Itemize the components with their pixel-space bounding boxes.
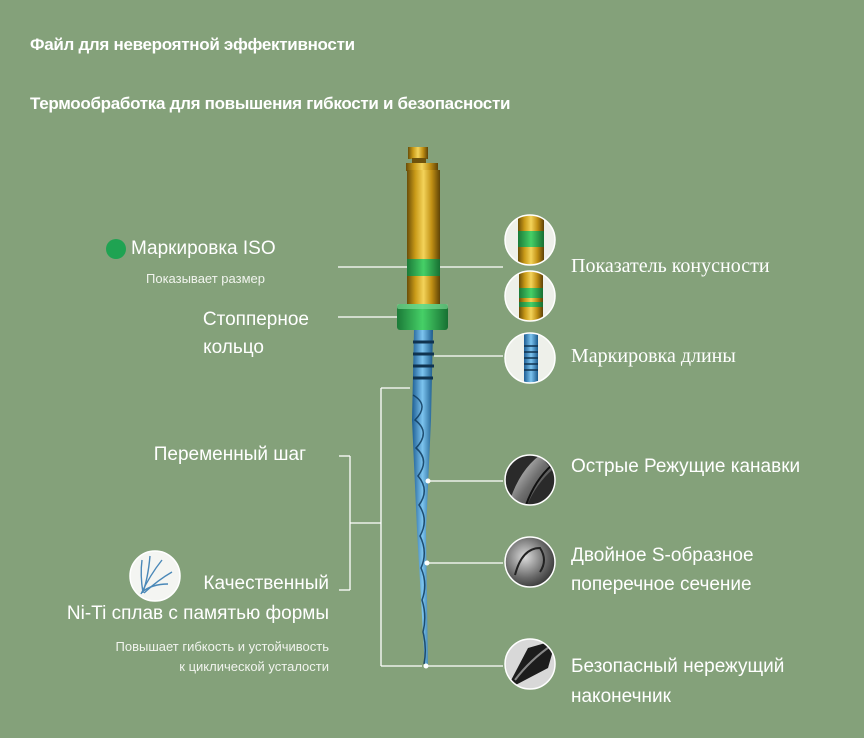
stopper-line1: Стопперное (202, 309, 309, 330)
safe-tip-line2: наконечник (571, 686, 671, 707)
heading-heat-treatment: Термообработка для повышения гибкости и … (30, 94, 511, 113)
variable-pitch-label: Переменный шаг (153, 444, 306, 465)
cross-section-detail (504, 536, 556, 588)
taper-detail-1 (504, 214, 556, 266)
heading-efficiency: Файл для невероятной эффективности (30, 35, 355, 54)
length-marks (413, 340, 434, 380)
niti-line2: Ni-Ti сплав с памятью формы (66, 603, 329, 624)
niti-detail (129, 550, 181, 602)
cross-section-line1: Двойное S-образное (571, 545, 754, 566)
iso-marking-title: Маркировка ISO (131, 238, 276, 259)
stopper-ring (397, 304, 448, 330)
iso-green-dot (106, 239, 126, 259)
file-handle-lower (407, 276, 440, 304)
taper-detail-2 (504, 270, 556, 322)
file-handle-upper (407, 170, 440, 260)
length-detail (504, 332, 556, 384)
iso-band (407, 259, 440, 277)
tip-detail (504, 638, 556, 690)
length-marking-label: Маркировка длины (571, 345, 736, 367)
iso-marking-subtitle: Показывает размер (146, 271, 265, 286)
file-handle-top (408, 147, 428, 159)
niti-line1: Качественный (203, 573, 329, 594)
niti-sub2: к циклической усталости (179, 659, 329, 674)
niti-sub1: Повышает гибкость и устойчивость (115, 639, 329, 654)
flutes-detail (504, 454, 556, 506)
cross-section-line2: поперечное сечение (571, 574, 752, 595)
stopper-line2: кольцо (203, 337, 264, 358)
safe-tip-line1: Безопасный нережущий (571, 656, 785, 677)
cutting-flutes-label: Острые Режущие канавки (571, 456, 801, 477)
taper-indicator-label: Показатель конусности (571, 255, 770, 277)
